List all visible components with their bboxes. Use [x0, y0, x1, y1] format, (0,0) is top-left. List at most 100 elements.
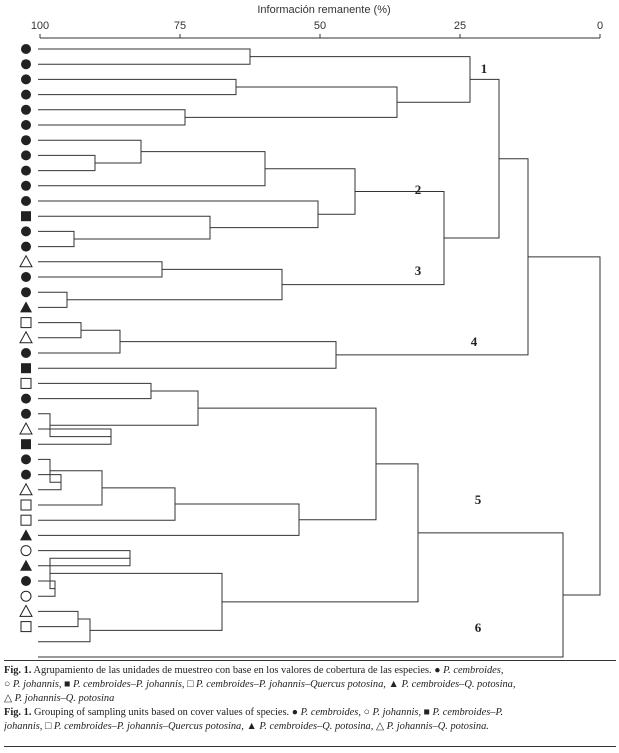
caption-es-text: Agrupamiento de las unidades de muestreo…: [33, 665, 432, 676]
square-icon: [21, 363, 31, 374]
triangle-open-icon: [19, 482, 33, 496]
caption-top-rule: [4, 660, 616, 661]
caption-es-fig: Fig. 1.: [4, 665, 32, 676]
caption-en-sp3b: johannis,: [4, 721, 43, 732]
legend-triangle-open-icon: △: [4, 693, 12, 704]
triangle-open-icon: [19, 604, 33, 617]
dendrogram-link: [38, 154, 96, 172]
square-icon: [21, 439, 31, 450]
caption-es-sp6: P. johannis–Q. potosina: [14, 693, 115, 704]
circle-icon: [21, 241, 31, 252]
dendrogram-link: [38, 382, 152, 400]
dendrogram-link: [38, 151, 266, 187]
square-open-icon: [20, 514, 32, 526]
axis-tick-label: 50: [314, 20, 326, 32]
axis-tick-label: 75: [174, 20, 186, 32]
caption-es-sp1: P. cembroides,: [443, 665, 504, 676]
dendrogram-links: [38, 48, 601, 658]
caption-en-fig: Fig. 1.: [4, 707, 32, 718]
cluster-label-3: 3: [415, 263, 422, 278]
circle-icon: [21, 454, 31, 465]
dendrogram-link: [38, 48, 251, 65]
triangle-open-icon: [19, 330, 33, 344]
circle-icon: [21, 408, 31, 419]
dendrogram-link: [38, 341, 337, 369]
legend-triangle-icon: ▲: [246, 721, 257, 732]
caption-es-sp5: P. cembroides–Q. potosina,: [401, 679, 516, 690]
axis-tick-label: 25: [454, 20, 466, 32]
cluster-label-5: 5: [475, 492, 482, 507]
legend-square-open-icon: □: [45, 721, 52, 732]
axis-title: Información remanente (%): [257, 4, 390, 16]
dendrogram-link: [222, 463, 419, 603]
cluster-label-6: 6: [475, 620, 482, 635]
axis-ticks: 100 75 50 25 0: [31, 20, 603, 39]
cluster-label-4: 4: [471, 334, 478, 349]
dendrogram-link: [250, 56, 471, 103]
axis-tick-label: 0: [597, 20, 603, 32]
circle-icon: [21, 287, 31, 298]
legend-square-icon: ■: [423, 707, 430, 718]
dendrogram-link: [38, 291, 68, 308]
dendrogram-link: [38, 532, 564, 658]
circle-icon: [21, 74, 31, 85]
caption-en-sp4: P. cembroides–P. johannis–Quercus potosi…: [53, 721, 244, 732]
circle-open-icon: [20, 545, 32, 557]
dendrogram-link: [38, 329, 121, 354]
dendrogram-link: [38, 487, 176, 521]
caption-es-sp4: P. cembroides–P. johannis–Quercus potosi…: [196, 679, 386, 690]
dendrogram-link: [50, 572, 223, 631]
caption-en-sp1: P. cembroides,: [300, 707, 361, 718]
triangle-icon: [20, 529, 32, 541]
dendrogram-link: [38, 470, 103, 506]
dendrogram-link: [38, 610, 79, 628]
square-open-icon: [20, 621, 32, 633]
caption-en-line-2: johannis, □ P. cembroides–P. johannis–Qu…: [4, 720, 616, 734]
figure-caption: Fig. 1. Agrupamiento de las unidades de …: [4, 664, 616, 734]
square-icon: [21, 211, 31, 222]
circle-icon: [21, 59, 31, 70]
dendrogram-link: [38, 200, 319, 229]
caption-es-line-2: ○ P. johannis, ■ P. cembroides–P. johann…: [4, 678, 616, 692]
caption-es-sp3: P. cembroides–P. johannis,: [72, 679, 185, 690]
square-open-icon: [20, 377, 32, 389]
circle-icon: [21, 135, 31, 146]
dendrogram-link: [265, 168, 356, 215]
circle-icon: [21, 89, 31, 100]
circle-icon: [21, 469, 31, 480]
circle-icon: [21, 393, 31, 404]
square-open-icon: [20, 317, 32, 329]
dendrogram-link: [38, 261, 163, 278]
legend-triangle-icon: ▲: [388, 679, 399, 690]
legend-square-icon: ■: [64, 679, 71, 690]
legend-square-open-icon: □: [187, 679, 194, 690]
circle-icon: [21, 348, 31, 358]
triangle-open-icon: [19, 254, 33, 268]
axis-tick-label: 100: [31, 20, 49, 32]
dendrogram-link: [50, 390, 199, 426]
circle-icon: [21, 150, 31, 161]
square-open-icon: [20, 499, 32, 511]
caption-en-text: Grouping of sampling units based on cove…: [34, 707, 290, 718]
triangle-open-icon: [19, 421, 33, 435]
legend-circle-icon: ●: [291, 707, 299, 718]
dendrogram-link: [38, 215, 211, 240]
legend-circle-open-icon: ○: [363, 707, 370, 718]
circle-icon: [21, 180, 31, 191]
legend-circle-icon: ●: [434, 665, 441, 676]
dendrogram-link: [185, 86, 398, 118]
dendrogram-link: [38, 78, 237, 96]
caption-es-line-3: △ P. johannis–Q. potosina: [4, 692, 616, 706]
caption-en-sp3a: P. cembroides–P.: [432, 707, 504, 718]
caption-en-line-1: Fig. 1. Grouping of sampling units based…: [4, 706, 616, 720]
caption-en-sp5: P. cembroides–Q. potosina,: [259, 721, 374, 732]
legend-triangle-open-icon: △: [375, 721, 384, 732]
dendrogram-link: [38, 139, 142, 164]
leaf-symbols: [19, 44, 33, 633]
triangle-icon: [20, 559, 32, 571]
caption-en-sp2: P. johannis,: [372, 707, 422, 718]
dendrogram-link: [38, 322, 82, 339]
dendrogram-link: [38, 109, 186, 126]
legend-circle-open-icon: ○: [4, 679, 11, 690]
